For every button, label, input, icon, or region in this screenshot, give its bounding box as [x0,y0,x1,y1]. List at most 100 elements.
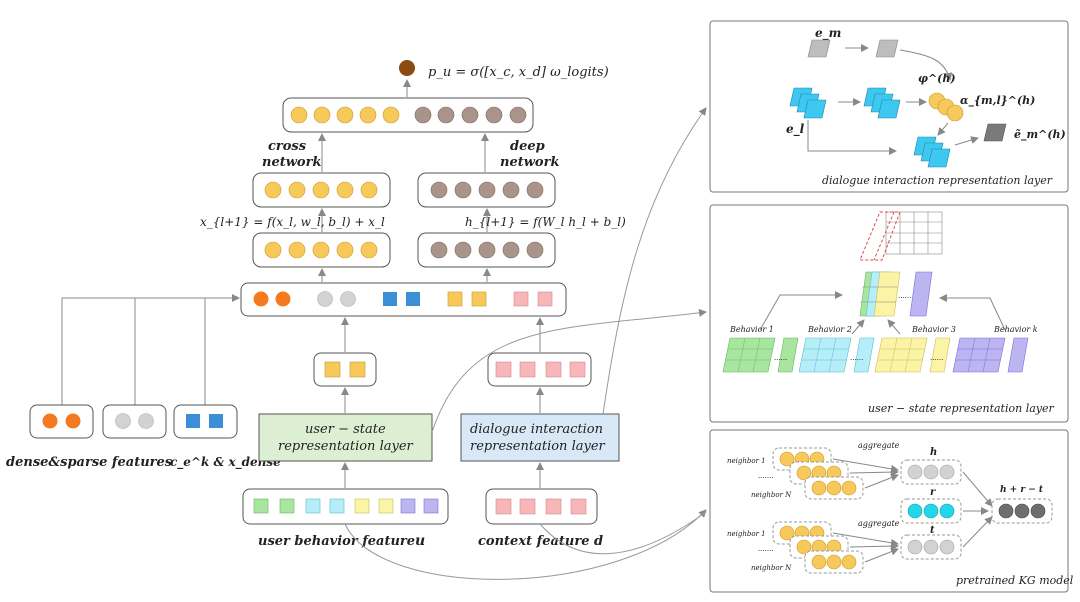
user-state-layer-box [258,413,433,462]
context-feature-label: context feature d [478,534,603,549]
behavior-k-grid [952,337,1029,373]
embedding-concat-box [240,282,567,317]
neighbor-1-top-label: neighbor 1 [727,457,766,465]
neighbor-N-bottom-label: neighbor N [751,564,792,572]
kg-neighbors-bottom [772,521,864,574]
dense-sparse-box [29,404,94,439]
aggregate-top-label: aggregate [858,441,900,450]
user-state-label-2: representation layer [278,439,414,454]
dialogue-layer-box [460,413,620,462]
kg-aggregate-arrows [832,458,899,563]
behavior-3-label: Behavior 3 [911,325,956,334]
user-state-label-1: user − state [305,422,386,437]
em-to-phi-arrow [899,49,953,81]
output-formula: p_u = σ([x_c, x_d] ω_logits) [428,65,609,80]
cross-layer-2-nodes [264,181,378,199]
context-box [485,488,598,525]
kg-t-nodes [907,539,955,555]
behavior-1-arrow [759,291,843,331]
dense-sparse-label: dense&sparse features [6,455,173,470]
context-squares [495,498,587,515]
el-stack-2 [863,87,901,119]
combined-yellow-nodes [290,106,400,124]
deep-formula: h_{l+1} = f(W_l h_l + b_l) [465,215,626,229]
behavior-3-grid [874,337,951,373]
kg-r-nodes [907,503,955,519]
xdense-square-2 [209,414,223,428]
em-label: e_m [815,26,841,41]
el-bypass-arrow [807,120,897,155]
kg-dots-top: ....... [758,472,774,480]
ce-node-2 [138,413,154,429]
attention-dashed-lines [859,211,901,261]
cross-network-label-2: network [262,155,321,170]
dialogue-label-1: dialogue interaction [470,422,603,437]
behavior-1-label: Behavior 1 [729,325,774,334]
combined-layer-box [282,97,534,133]
dense-sparse-node-2 [65,413,81,429]
kg-r-label: r [930,487,936,498]
kg-score-arrows [962,471,993,548]
behavior-dots-3: ...... [930,354,943,362]
behavior-2-arrow [851,319,865,335]
ce-xdense-label: c_e^k & x_dense [170,455,281,470]
curve-dialogue-to-panel [602,107,707,415]
behavior-1-grid [722,337,799,373]
dialogue-output-squares [495,361,586,378]
neighbor-1-bottom-label: neighbor 1 [727,530,766,538]
curve-user-to-panel [431,308,707,433]
curve-context-to-kg [539,511,707,555]
kg-neighbors-top [772,447,864,500]
behavior-dots-2: ...... [850,354,863,362]
embedding-yellow-squares [447,291,487,307]
kg-panel-title: pretrained KG model [956,574,1074,587]
user-behavior-var: u [415,533,425,549]
deep-layer-2-nodes [430,181,544,199]
attention-nodes [928,92,964,122]
kg-hrt-label: h + r − t [1000,485,1044,495]
el-stack-1 [789,87,827,119]
weighted-stack [913,136,951,168]
behavior-k-arrow [939,294,1006,331]
user-state-out-2 [349,361,366,378]
cross-formula: x_{l+1} = f(x_l, w_l, b_l) + x_l [200,215,385,229]
xdense-box [173,404,238,439]
user-behavior-squares [253,498,439,514]
alpha-label: α_{m,l}^(h) [960,94,1035,108]
e-tilde-label: ẽ_m^(h) [1014,128,1066,142]
dense-sparse-node-1 [42,413,58,429]
user-state-out-1 [324,361,341,378]
ce-box [102,404,167,439]
output-node [399,60,415,76]
deep-network-label-2: network [500,155,559,170]
cross-network-label-1: cross [268,139,307,154]
kg-t-label: t [930,525,935,536]
el-label: e_l [786,122,805,137]
combined-brown-nodes [414,106,527,124]
behavior-2-label: Behavior 2 [807,325,852,334]
merged-behavior-stack [859,271,933,317]
phi-label: φ^(h) [918,72,956,85]
deep-layer-1-nodes [430,241,544,259]
behavior-k-label: Behavior k [993,325,1038,334]
dialogue-output-box [487,352,592,387]
embedding-orange-nodes [253,291,291,307]
merged-dots: ...... [898,292,911,300]
em-param [807,39,831,58]
embedding-grey-nodes [317,291,356,307]
attn-to-weighted-arrow [937,122,949,136]
kg-dots-bottom: ....... [758,545,774,553]
kg-h-nodes [907,464,955,480]
dialogue-panel-title: dialogue interaction representation laye… [822,174,1053,187]
deep-network-label-1: deep [510,139,545,154]
weighted-to-out-arrow [954,136,979,146]
user-behavior-label: user behavior feature [258,534,415,549]
e-tilde-node [983,123,1007,142]
em-proj [875,39,899,58]
behavior-2-grid [798,337,875,373]
embedding-pink-squares [513,291,553,307]
xdense-square-1 [186,414,200,428]
behavior-3-arrow [887,319,901,335]
attention-grid [885,211,943,255]
kg-h-label: h [930,447,937,458]
